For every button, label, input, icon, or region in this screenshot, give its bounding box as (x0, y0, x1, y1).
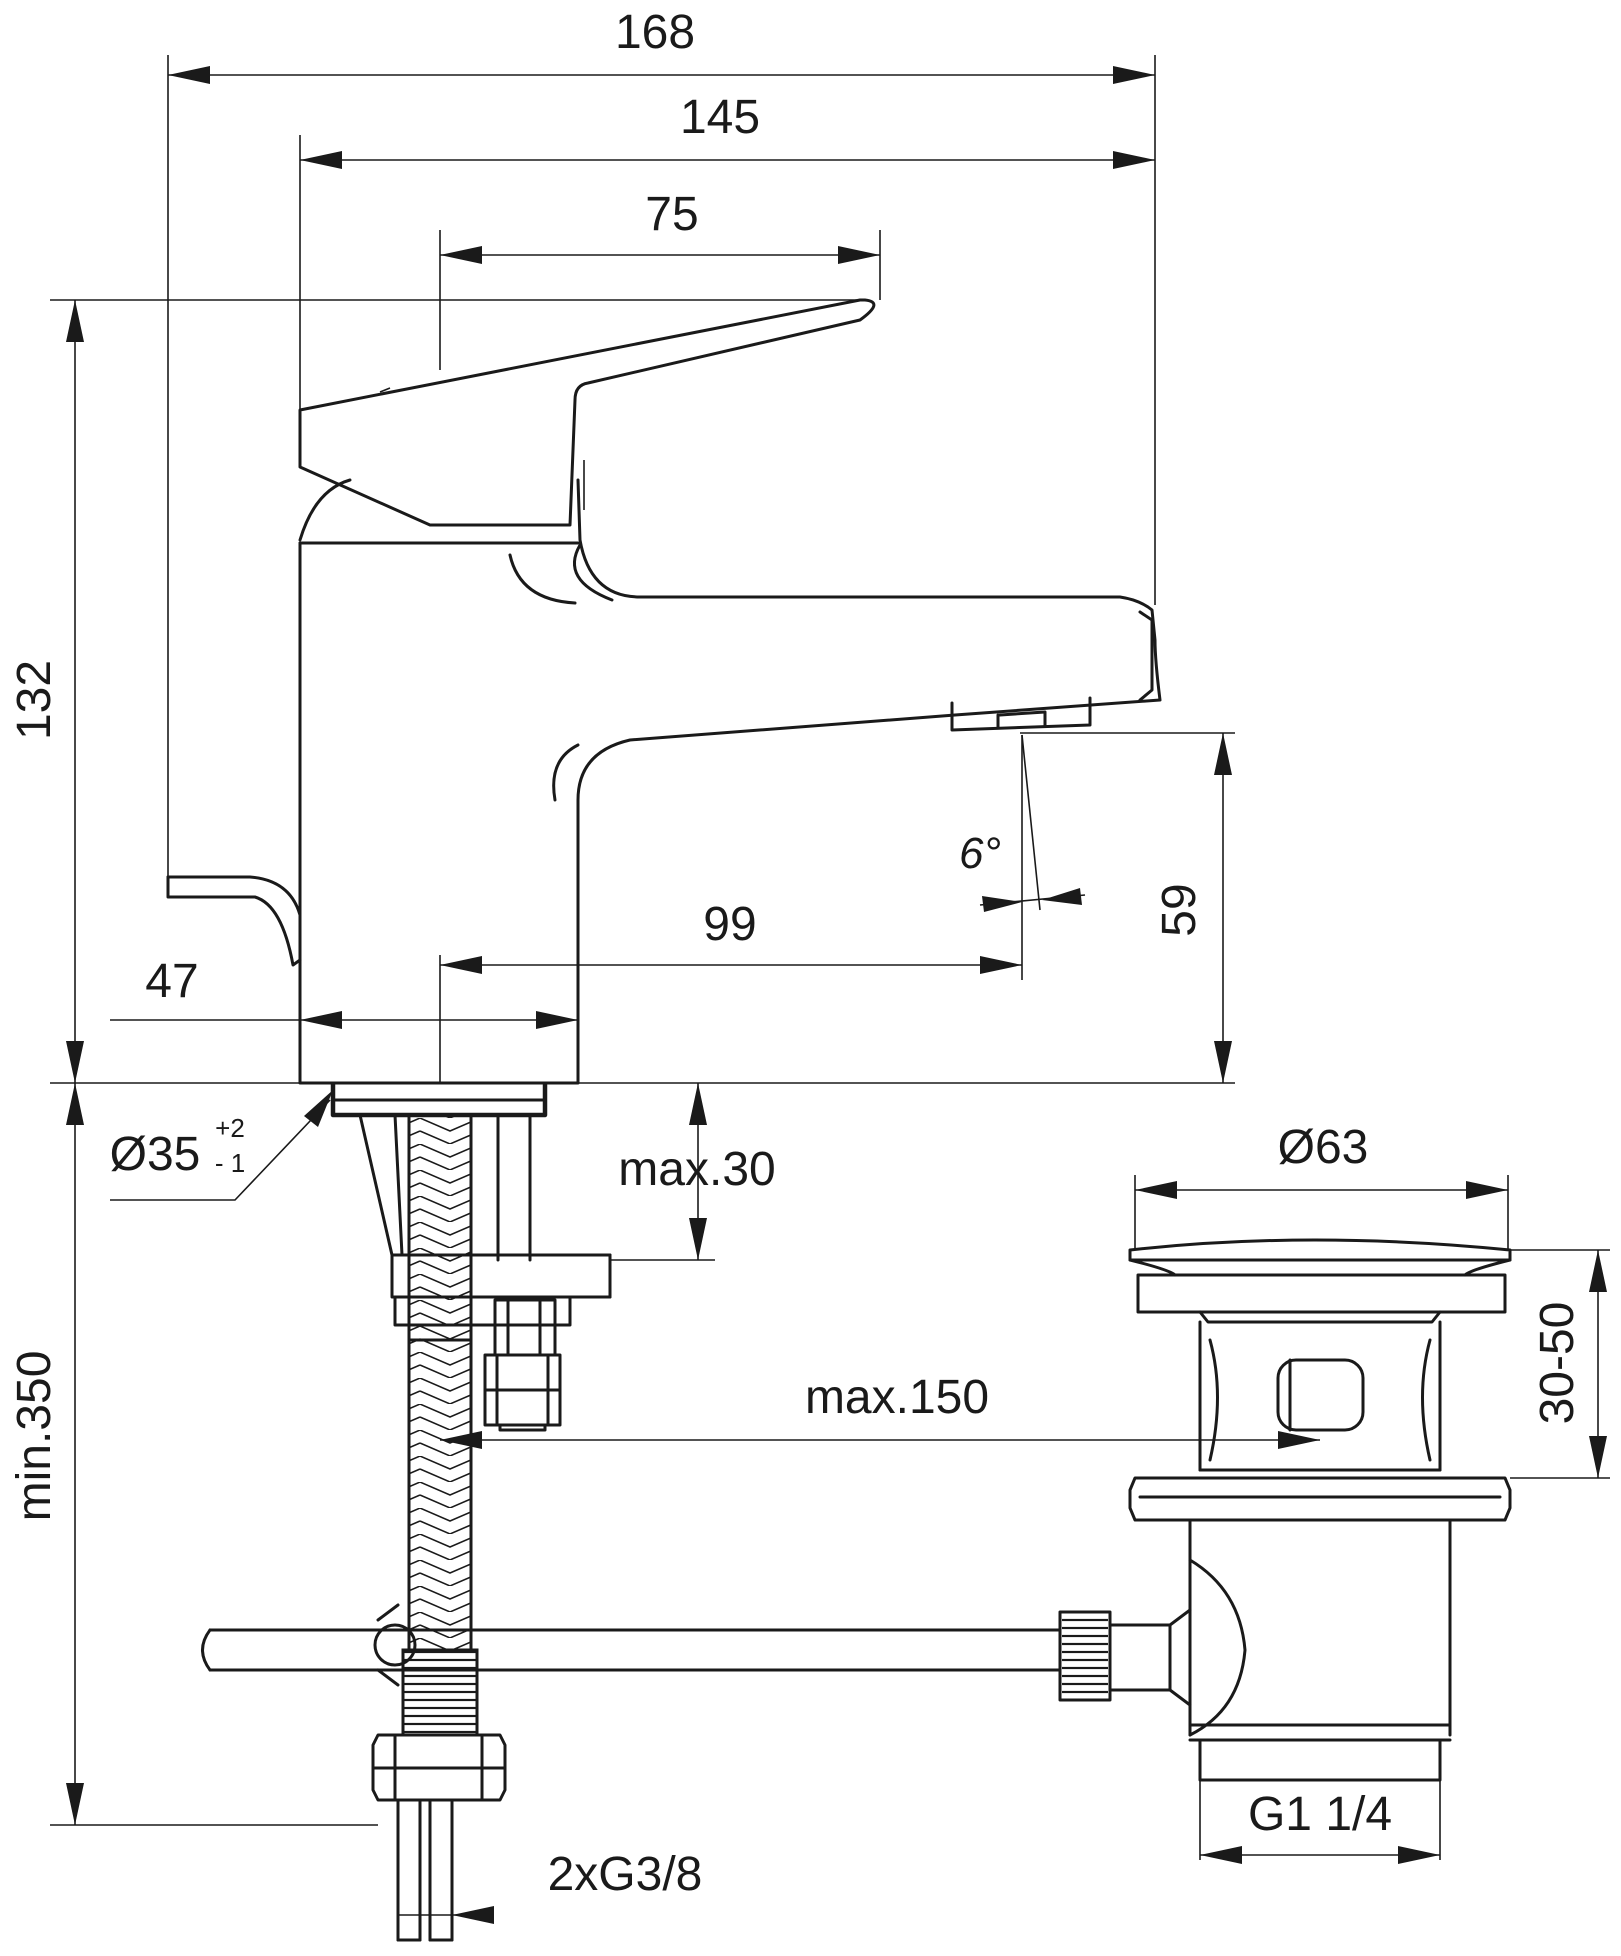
dim-75: 75 (645, 188, 698, 241)
faucet-body (298, 478, 1162, 1085)
dim-132: 132 (8, 660, 61, 740)
mounting-base (330, 1083, 548, 1118)
shank (358, 1113, 612, 1432)
dim-waste-diameter: Ø63 (1278, 1121, 1369, 1174)
dim-spray-angle: 6° (959, 829, 1001, 878)
dim-max150: max.150 (805, 1371, 989, 1424)
dim-47: 47 (145, 955, 198, 1008)
dim-59: 59 (1153, 883, 1206, 936)
dim-hole-tol-plus: +2 (215, 1113, 245, 1143)
dimension-labels: 168 145 75 132 99 47 59 6° Ø35 +2 - 1 ma… (8, 6, 1584, 1901)
dim-168: 168 (615, 6, 695, 59)
dim-hole-tol-minus: - 1 (215, 1148, 245, 1178)
dim-supply-thread: 2xG3/8 (548, 1848, 703, 1901)
dim-99: 99 (703, 898, 756, 951)
dim-waste-range: 30-50 (1531, 1302, 1584, 1425)
dim-hole-diameter: Ø35 (110, 1128, 201, 1181)
dim-min350: min.350 (8, 1351, 61, 1522)
dim-145: 145 (680, 91, 760, 144)
popup-rod (201, 1603, 1062, 1687)
dim-waste-thread: G1 1/4 (1248, 1788, 1392, 1841)
popup-rod-knob (166, 875, 302, 967)
extension-lines (50, 55, 1610, 1940)
braided-hose (371, 1113, 507, 1942)
lever-handle (298, 298, 876, 542)
waste-fitting (1058, 1238, 1512, 1782)
dim-max30: max.30 (618, 1143, 775, 1196)
dimension-lines (66, 66, 1607, 1924)
